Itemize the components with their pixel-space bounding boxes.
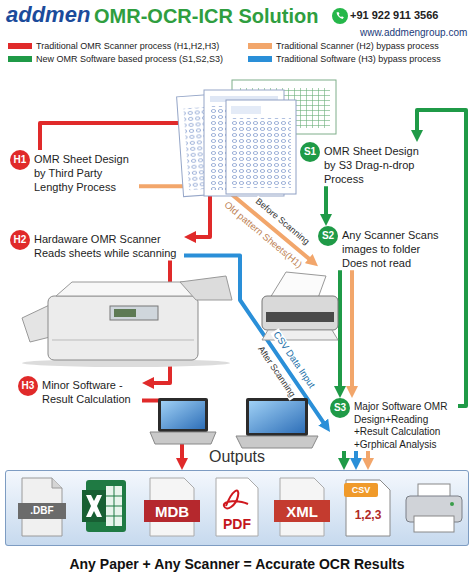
excel-tile: [82, 490, 106, 522]
step-badge: S2: [318, 226, 338, 246]
input-hopper: [180, 276, 232, 300]
mdb-icon: [150, 478, 194, 536]
legend-text: Traditional OMR Scanner process (H1,H2,H…: [36, 40, 219, 52]
omr-sheets: [177, 80, 336, 197]
legend-row: New OMR Software based process (S1,S2,S3…: [8, 53, 223, 65]
process-step: S1OMR Sheet Design by S3 Drag-n-drop Pro…: [300, 142, 429, 186]
dbf-fold: [52, 478, 62, 488]
step-description: OMR Sheet Design by S3 Drag-n-drop Proce…: [324, 142, 429, 186]
scanner-body: [262, 296, 338, 330]
laptop-base: [236, 436, 318, 448]
legend-swatch: [248, 43, 272, 49]
excel-mark: [86, 495, 102, 517]
legend-swatch: [248, 56, 272, 62]
excel-grid: [106, 486, 122, 526]
legend-swatch: [8, 43, 32, 49]
process-step: S2Any Scanner Scans images to folder Doe…: [318, 226, 442, 270]
excel-sheet: [106, 486, 122, 526]
step-description: Any Scanner Scans images to folder Does …: [342, 226, 442, 270]
feeder-tray: [270, 272, 326, 298]
document-scanner: [262, 272, 338, 340]
slogan-caption: Any Paper + Any Scanner = Accurate OCR R…: [69, 556, 404, 573]
printer-output: [414, 516, 454, 532]
step-description: OMR Sheet Design by Third Party Lengthy …: [34, 150, 139, 194]
icon-label: MDB: [155, 504, 189, 519]
dbf-band: [18, 503, 66, 519]
flow-arrow: [324, 186, 328, 220]
flow-arrow: [354, 451, 358, 464]
omr-sheet: [226, 100, 296, 194]
laptop-display: [161, 401, 205, 429]
laptop-base: [150, 432, 216, 444]
process-step: S3Major Software OMR Design+Reading +Res…: [330, 398, 458, 451]
panel-heading: Outputs: [209, 447, 265, 466]
legend-row: Traditional Software (H3) bypass process: [248, 53, 441, 65]
machine-display: [114, 309, 136, 317]
flow-arrow: [417, 110, 466, 406]
printer-light: [450, 502, 454, 506]
csv-tab: [344, 483, 378, 497]
laptop-left: [150, 398, 216, 444]
icon-label: CSV: [352, 486, 371, 495]
step-description: Hardaware OMR Scanner Reads sheets while…: [34, 230, 184, 261]
scanner-front: [266, 312, 334, 322]
icon-label: .DBF: [30, 506, 53, 516]
flow-arrow: [350, 270, 354, 392]
diagram-title: OMR-OCR-ICR Solution: [94, 4, 318, 28]
legend-swatch: [8, 56, 32, 62]
step-badge: H2: [10, 230, 30, 250]
phone-number: +91 922 911 3566: [350, 9, 438, 22]
output-icons: [18, 478, 462, 536]
legend-text: New OMR Software based process (S1,S2,S3…: [36, 53, 223, 65]
csv-icon: [346, 480, 390, 536]
omr-scanner-machine: [22, 276, 232, 367]
laptop-screen: [158, 398, 208, 432]
laptop-right: [236, 398, 318, 448]
laptop-screen: [246, 398, 308, 436]
control-panel: [110, 306, 158, 320]
sheet-bubbles: [231, 118, 291, 188]
icon-label: XML: [286, 504, 318, 519]
icon-label: PDF: [223, 517, 251, 531]
flow-arrow: [366, 451, 370, 464]
brand-logo: addmen: [6, 2, 90, 28]
process-step: H2Hardaware OMR Scanner Reads sheets whi…: [10, 230, 184, 261]
step-description: Major Software OMR Design+Reading +Resul…: [354, 398, 458, 451]
machine-body: [48, 296, 198, 360]
machine-cover: [56, 282, 196, 296]
website: www.addmengroup.com: [360, 27, 467, 39]
pdf-mark: [224, 491, 248, 509]
sheet-header: [231, 106, 261, 114]
process-step: H1OMR Sheet Design by Third Party Length…: [10, 150, 139, 194]
pdf-icon: [216, 478, 258, 536]
flow-arrow: [338, 270, 342, 392]
step-badge: H3: [18, 376, 38, 396]
xml-band: [274, 500, 330, 522]
step-badge: S1: [300, 142, 320, 162]
step-badge: H1: [10, 150, 30, 170]
legend-text: Traditional Scanner (H2) bypass process: [276, 40, 439, 52]
whatsapp-handset: [337, 12, 344, 19]
icon-label: 1,2,3: [355, 509, 382, 521]
legend-text: Traditional Software (H3) bypass process: [276, 53, 441, 65]
xml-icon: [280, 478, 324, 536]
machine-seam: [52, 340, 194, 341]
output-panel: Outputs.DBFMDBPDFXMLCSV1,2,3: [5, 470, 469, 546]
process-step: H3Minor Software - Result Calculation: [18, 376, 142, 407]
legend-row: Traditional OMR Scanner process (H1,H2,H…: [8, 40, 219, 52]
flow-arrow: [342, 451, 346, 464]
legend-row: Traditional Scanner (H2) bypass process: [248, 40, 439, 52]
output-panel-ground: [5, 470, 469, 546]
laptop-display: [249, 401, 305, 433]
step-badge: S3: [330, 398, 350, 418]
whatsapp-icon: [332, 8, 348, 24]
mdb-band: [144, 500, 200, 522]
step-description: Minor Software - Result Calculation: [42, 376, 142, 407]
